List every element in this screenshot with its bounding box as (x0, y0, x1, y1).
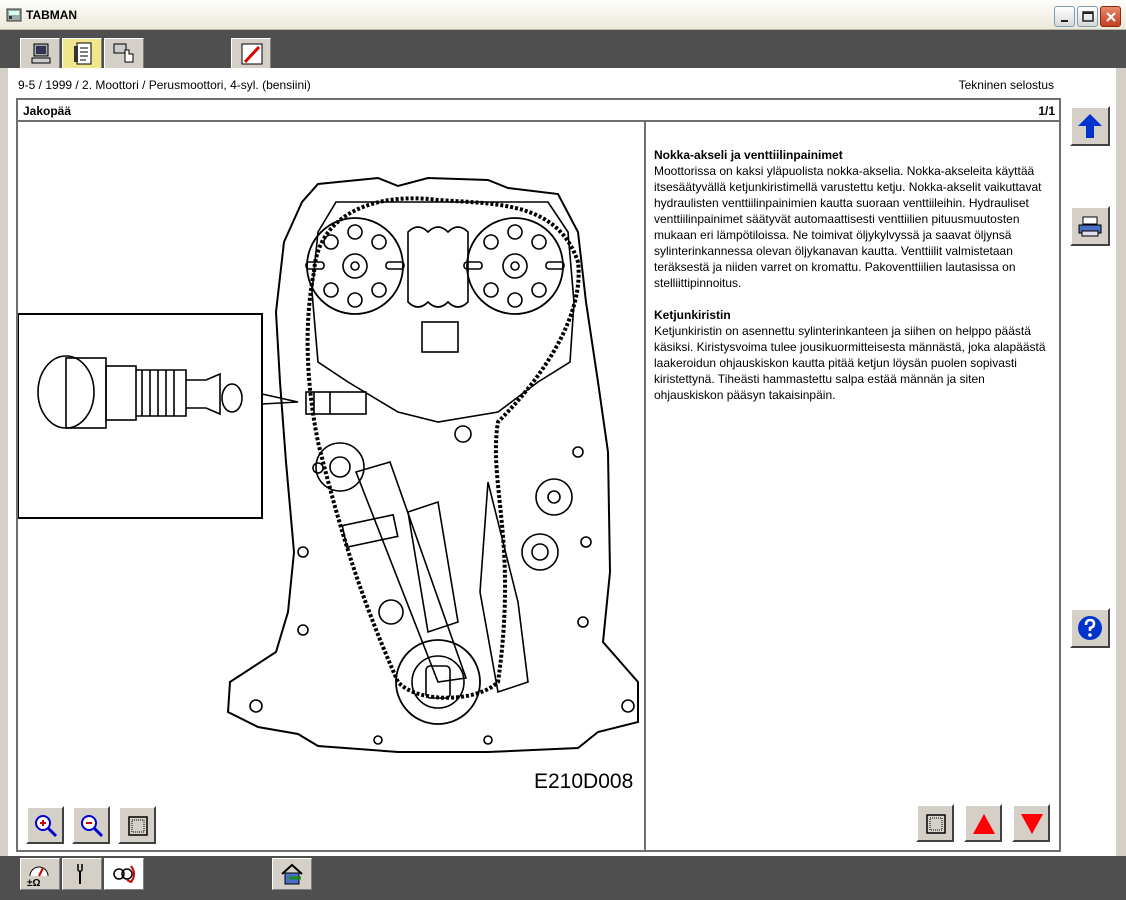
pen-icon (241, 43, 263, 65)
diagnostic-button[interactable] (104, 858, 144, 890)
pane-divider (644, 122, 646, 852)
help-button[interactable] (1070, 608, 1110, 648)
figure-code: E210D008 (534, 770, 634, 793)
computer-icon (31, 43, 51, 64)
close-button[interactable] (1100, 6, 1121, 27)
section-heading: Ketjunkiristin (654, 308, 731, 322)
diagnostic-icon (113, 865, 135, 884)
zoom-out-icon (81, 815, 104, 838)
pen-button[interactable] (231, 38, 271, 68)
home-icon (281, 863, 303, 885)
fit-figure-button[interactable] (118, 806, 156, 844)
zoom-in-icon (35, 815, 58, 838)
minimize-icon (1061, 20, 1068, 22)
pointer-hand-icon (113, 43, 134, 63)
fit-page-icon (128, 816, 148, 836)
engine-timing-figure: E210D008 (17, 122, 644, 852)
next-page-button[interactable] (1012, 804, 1050, 842)
arrow-up-icon (973, 814, 995, 834)
home-button[interactable] (272, 858, 312, 890)
measurement-label: ±Ω (27, 878, 41, 889)
document-list-button[interactable] (62, 38, 102, 68)
main-toolbar (0, 30, 1126, 68)
fit-text-button[interactable] (916, 804, 954, 842)
maximize-icon (1082, 11, 1094, 22)
previous-page-button[interactable] (964, 804, 1002, 842)
content-area: 9-5 / 1999 / 2. Moottori / Perusmoottori… (8, 68, 1116, 858)
document-title: Jakopää (23, 104, 72, 118)
help-icon (1078, 616, 1102, 640)
document-header: Jakopää 1/1 (18, 100, 1059, 122)
computer-button[interactable] (20, 38, 60, 68)
close-icon (1106, 12, 1116, 22)
description-text: Nokka-akseli ja venttiilinpainimet Moott… (654, 147, 1054, 419)
wrench-icon (77, 864, 83, 884)
breadcrumb: 9-5 / 1999 / 2. Moottori / Perusmoottori… (18, 78, 311, 92)
maximize-button[interactable] (1077, 6, 1098, 27)
section-body: Moottorissa on kaksi yläpuolista nokka-a… (654, 164, 1042, 290)
document-frame: Jakopää 1/1 (16, 98, 1061, 852)
zoom-in-button[interactable] (26, 806, 64, 844)
wrench-button[interactable] (62, 858, 102, 890)
printer-icon (1078, 216, 1102, 237)
print-button[interactable] (1070, 206, 1110, 246)
document-list-icon (74, 42, 92, 65)
app-icon (6, 8, 22, 22)
zoom-out-button[interactable] (72, 806, 110, 844)
engine-diagram (17, 176, 639, 753)
arrow-up-icon (1078, 114, 1102, 138)
measurement-button[interactable]: ±Ω (20, 858, 60, 890)
bottom-toolbar: ±Ω (0, 856, 1126, 900)
title-bar: TABMAN (0, 0, 1126, 30)
pointer-hand-button[interactable] (104, 38, 144, 68)
page-indicator: 1/1 (1038, 104, 1055, 118)
back-up-button[interactable] (1070, 106, 1110, 146)
multimeter-icon (29, 866, 49, 877)
fit-page-icon (926, 814, 946, 834)
arrow-down-icon (1021, 814, 1043, 834)
section-body: Ketjunkiristin on asennettu sylinterinka… (654, 324, 1046, 402)
minimize-button[interactable] (1054, 6, 1075, 27)
window-title: TABMAN (26, 8, 78, 22)
document-type: Tekninen selostus (958, 78, 1054, 92)
section-heading: Nokka-akseli ja venttiilinpainimet (654, 148, 843, 162)
